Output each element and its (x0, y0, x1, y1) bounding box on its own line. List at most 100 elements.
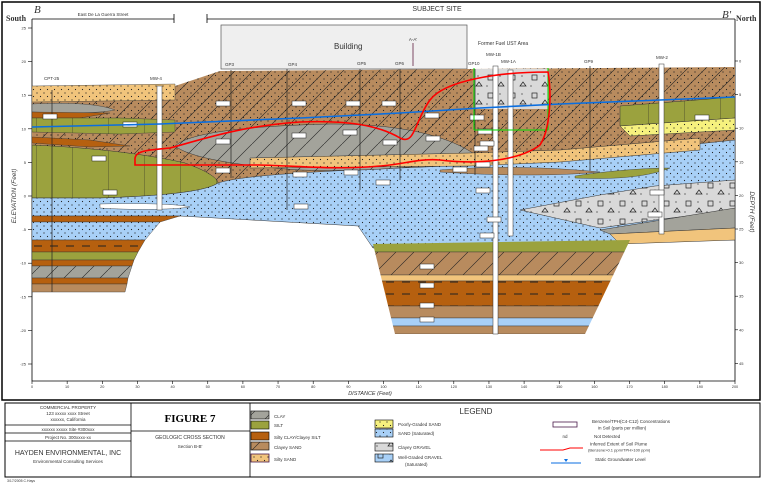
distance-tick-label: 170 (626, 385, 632, 389)
boring-labels: CPT-25 MW-4 GP3 GP4 GP5 GP6 GP10 MW-1B M… (44, 52, 668, 81)
title-block-frame (4, 402, 761, 478)
sample-box (425, 135, 441, 142)
company-name: HAYDEN ENVIRONMENTAL, INC (15, 450, 121, 457)
sample-box (452, 166, 468, 173)
sample-box (479, 232, 495, 239)
sample-box (292, 171, 308, 178)
silty-clay-band-2 (31, 136, 131, 148)
elevation-tick-label: -10 (20, 261, 27, 266)
boring-label: GP6 (395, 61, 405, 66)
static-groundwater-line (31, 96, 736, 128)
distance-tick-label: 150 (556, 385, 562, 389)
sample-box (477, 128, 493, 135)
well-mw-4[interactable] (156, 85, 163, 211)
well-mw-1a[interactable] (507, 69, 514, 237)
legend-label-well-graded-gravel: Well-Graded GRAVEL (398, 455, 443, 460)
borings (51, 63, 665, 335)
section-start-label: B (34, 4, 41, 16)
sample-box (215, 167, 231, 174)
legend-label-silty-clay: Silty CLAY/Clayey SILT (274, 435, 321, 440)
elevation-tick-label: -5 (22, 227, 26, 232)
sample-box (649, 189, 665, 196)
silt-lens-right (574, 167, 671, 179)
distance-tick-label: 50 (206, 385, 210, 389)
distance-tick-label: 60 (241, 385, 245, 389)
boring-label: GP5 (357, 61, 367, 66)
axis-ticks: 2520151050-5-10-15-20-250510152025303540… (20, 26, 744, 390)
depth-tick-label: 10 (739, 126, 744, 131)
boring-label: MW-1A (501, 59, 516, 64)
silt-wedge-lines (32, 145, 218, 198)
silty-sand-dots (32, 84, 175, 102)
distance-tick-label: 130 (486, 385, 492, 389)
depth-tick-label: 20 (739, 193, 744, 198)
legend-label-clay: CLAY (274, 414, 285, 419)
project-number: Project No. 300xxxx-xx (45, 435, 92, 440)
legend: LEGEND CLAY SILT Silty CLAY/Clayey SILT … (250, 407, 671, 467)
sample-box (375, 179, 391, 186)
legend-plume-label: Inferred Extent of Soil Plume (590, 442, 648, 447)
gravel-lens-left (99, 203, 191, 210)
silty-clay-left-2-dash (32, 240, 145, 252)
legend-plume-label-2: (Benzene>0.1 ppm/TPH>100 ppm) (588, 448, 651, 453)
sample-box (419, 316, 435, 323)
boring-label: GP3 (225, 62, 235, 67)
distance-tick-label: 140 (521, 385, 527, 389)
silty-clay-left-4 (31, 277, 129, 285)
title-block: COMMERCIAL PROPERTY 123 xxxxx xxxx Stree… (4, 402, 761, 483)
legend-label-clayey-sand: Clayey SAND (274, 445, 302, 450)
well-mw-1b[interactable] (492, 65, 499, 335)
site-number: xxxxxx xxxxx Site #300xxx (41, 427, 95, 432)
depth-axis-title: DEPTH (Feet) (748, 191, 755, 232)
sample-box (486, 216, 502, 223)
distance-tick-label: 0 (31, 385, 33, 389)
legend-title: LEGEND (460, 407, 493, 416)
sample-box (215, 138, 231, 145)
silty-clay-left-3 (31, 259, 135, 267)
boring-label: GP10 (468, 61, 480, 66)
property-address: 123 xxxxx xxxx Street (46, 411, 90, 416)
sample-box (647, 211, 663, 218)
legend-swatch-pgs-dots (375, 420, 393, 428)
legend-concentration-label-2: in Soil (parts per million) (598, 426, 647, 431)
legend-label-saturated-sand: SAND (Saturated) (398, 431, 435, 436)
distance-tick-label: 80 (311, 385, 315, 389)
footer-note: 3/17/2005 C.Hays (7, 479, 35, 483)
sample-box (424, 112, 440, 119)
elevation-tick-label: 5 (24, 160, 27, 165)
depth-tick-label: 25 (739, 227, 744, 232)
distance-tick-label: 200 (732, 385, 738, 389)
sample-box (381, 100, 397, 107)
property-name: COMMERCIAL PROPERTY (40, 405, 96, 410)
legend-swatch-clayey-gravel-pattern (375, 443, 393, 451)
sample-box (291, 100, 307, 107)
sample-box (419, 263, 435, 270)
legend-concentration-box (552, 421, 578, 428)
distance-tick-label: 190 (697, 385, 703, 389)
legend-plume-line (540, 447, 583, 451)
well-mw-2[interactable] (658, 63, 665, 235)
sand-left-lower-dots (32, 222, 160, 240)
depth-tick-label: 5 (739, 92, 742, 97)
distance-tick-label: 90 (346, 385, 350, 389)
figure-number: FIGURE 7 (164, 413, 216, 425)
figure-subtitle: Section B-B' (178, 444, 203, 449)
sample-box (419, 282, 435, 289)
sample-box (342, 129, 358, 136)
elevation-tick-label: -20 (20, 328, 27, 333)
distance-tick-label: 100 (380, 385, 386, 389)
clay-left-lower-hatch (32, 266, 132, 278)
sample-box (475, 187, 491, 194)
distance-tick-label: 160 (591, 385, 597, 389)
legend-label-well-graded-gravel-2: (Saturated) (405, 462, 428, 467)
boring-label: MW-2 (656, 55, 668, 60)
legend-swatch-saturated-sand-dots (375, 429, 393, 437)
distance-tick-label: 30 (135, 385, 139, 389)
silt-left-lower (31, 251, 139, 261)
sample-box (291, 132, 307, 139)
elevation-tick-label: -25 (20, 362, 27, 367)
legend-swatch-wgg-pattern (375, 454, 393, 462)
company-subtitle: Environmental Consulting Services (33, 459, 104, 464)
legend-nd-label: Not Detected (594, 434, 621, 439)
